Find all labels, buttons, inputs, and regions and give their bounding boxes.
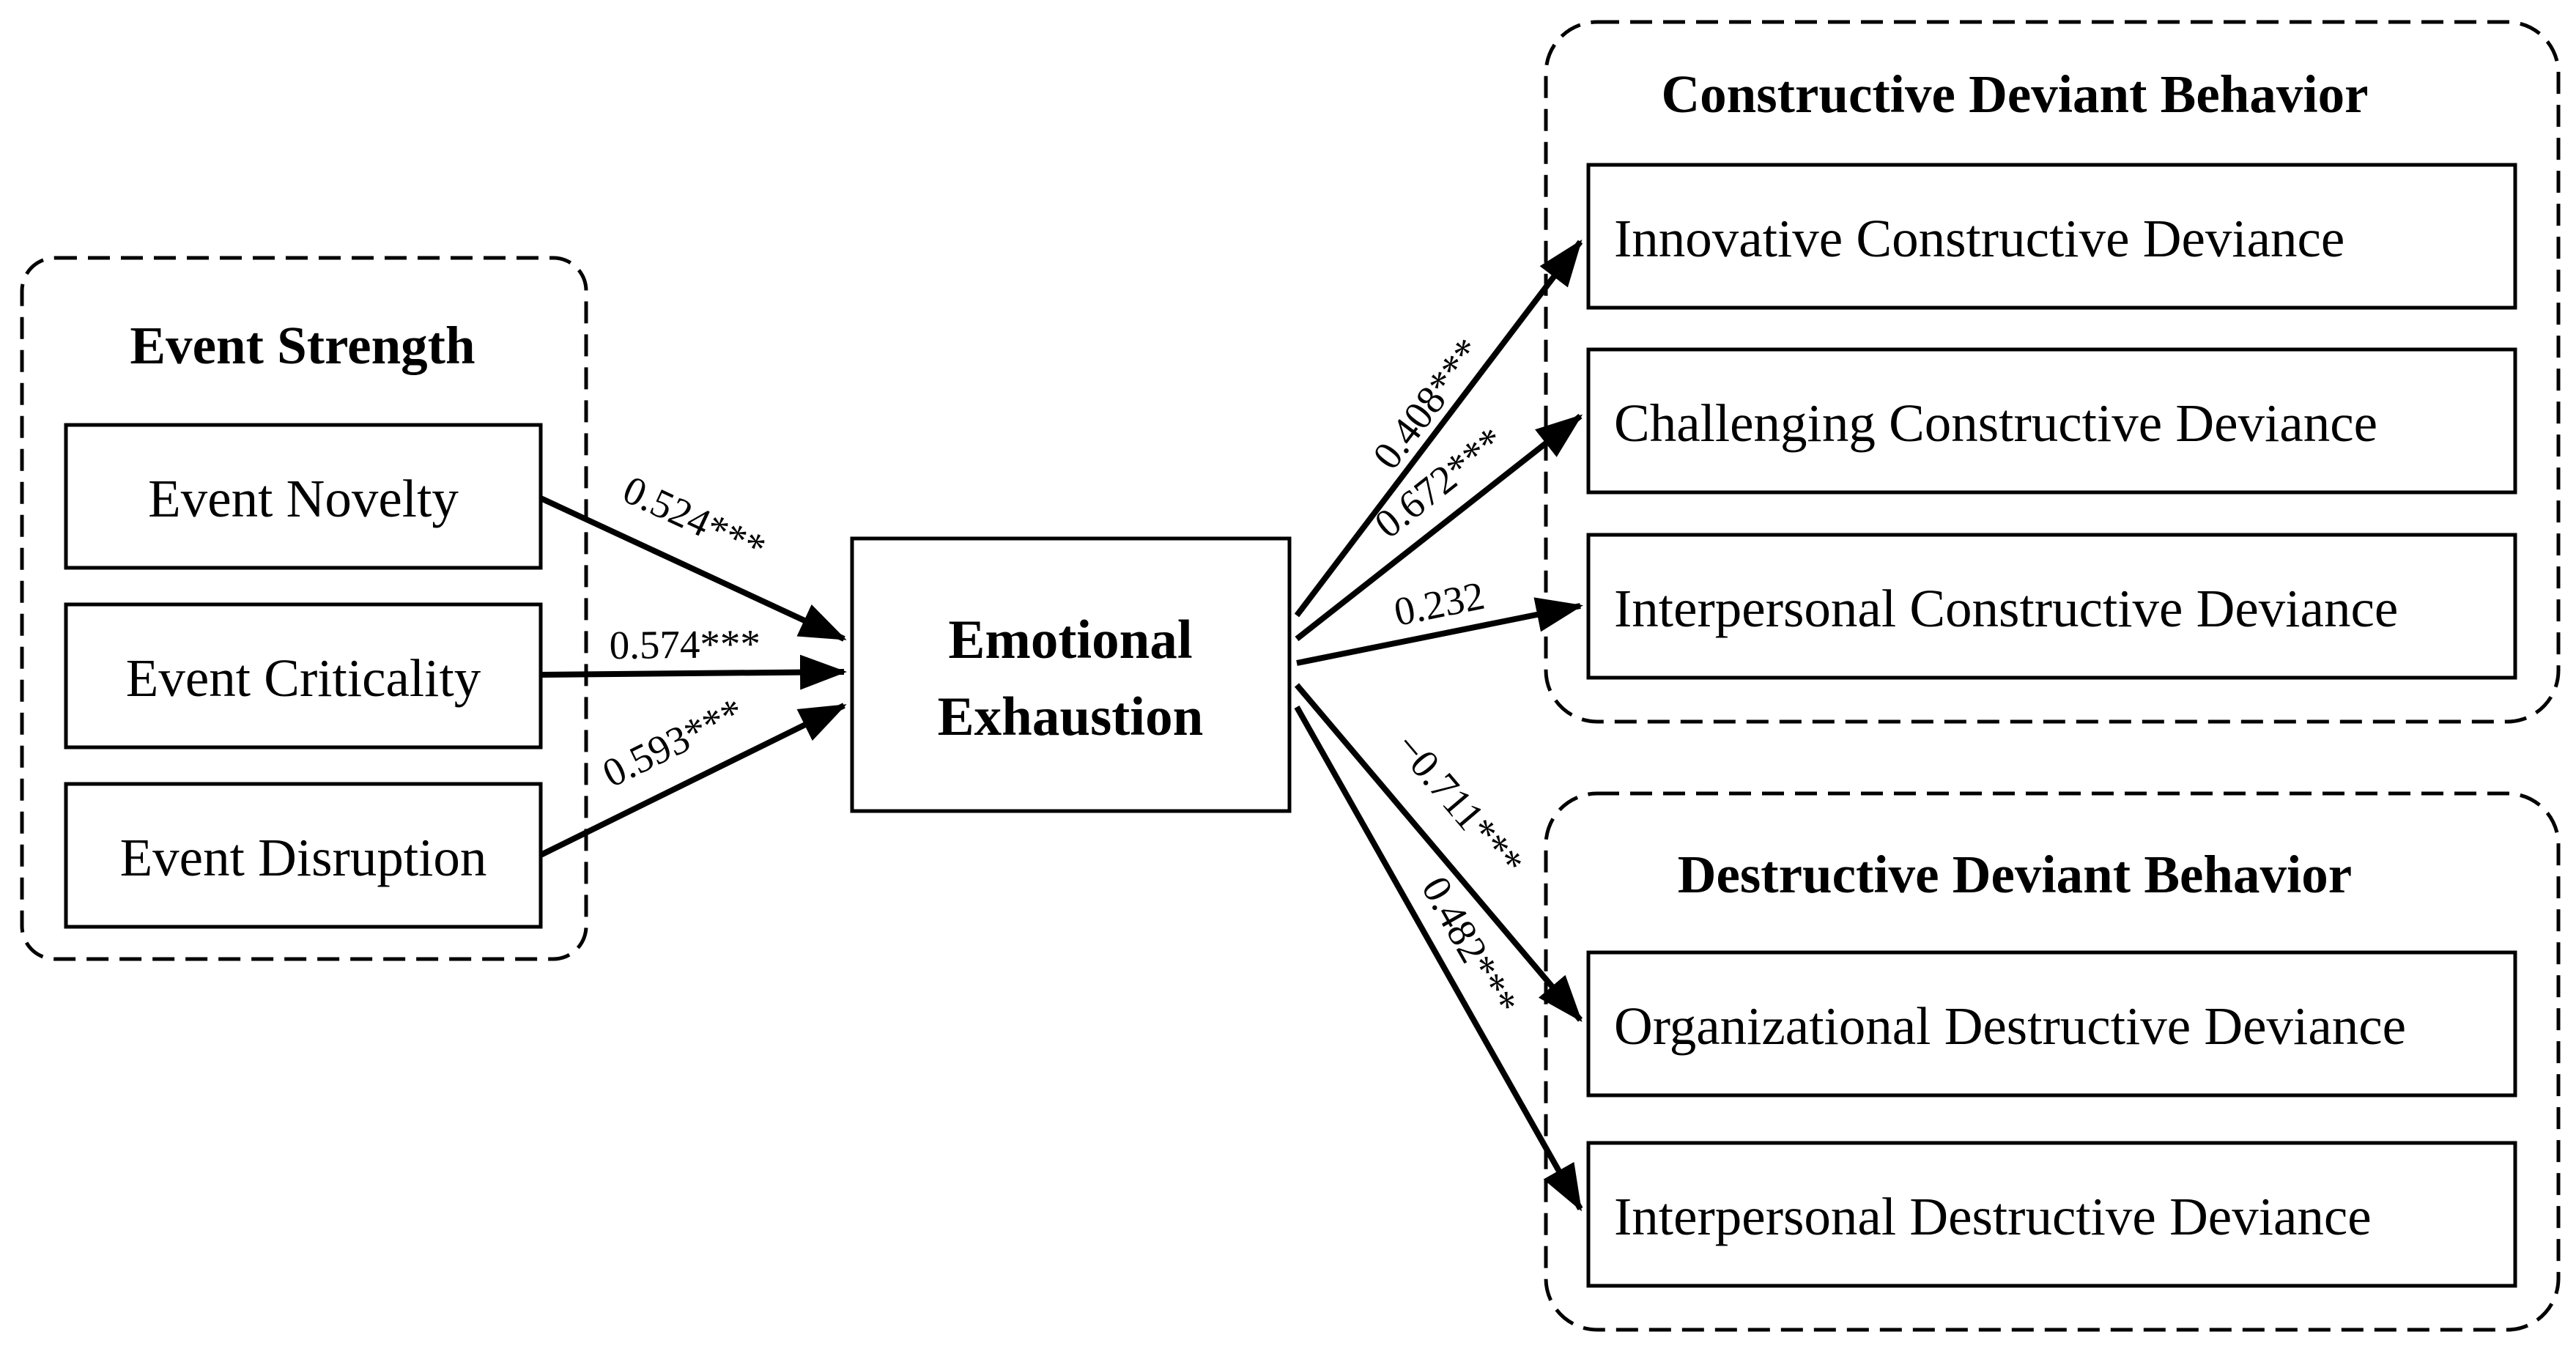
interpersonal-cd-label: Interpersonal Constructive Deviance	[1614, 579, 2398, 638]
event-criticality-box	[64, 602, 543, 749]
emotional-exhaustion-label-line2: Exhaustion	[938, 686, 1204, 747]
innovative-cd-box	[1586, 163, 2517, 310]
event-criticality-label: Event Criticality	[126, 648, 481, 708]
event-novelty-label: Event Novelty	[148, 469, 459, 528]
constructive-group-frame	[1544, 20, 2561, 724]
arrow-criticality-to-ee	[540, 654, 847, 690]
event-novelty-box	[64, 423, 543, 570]
arrow-disruption-to-ee	[539, 703, 847, 858]
challenging-cd-label: Challenging Constructive Deviance	[1614, 393, 2377, 453]
coef-novelty-to-ee: 0.524***	[616, 467, 772, 571]
coef-ee-to-organizational-dd: −0.711***	[1387, 725, 1533, 885]
emotional-exhaustion-label-line1: Emotional	[948, 610, 1192, 670]
event-strength-group-frame	[20, 256, 588, 961]
organizational-dd-label: Organizational Destructive Deviance	[1614, 996, 2406, 1056]
organizational-dd-box	[1586, 950, 2517, 1098]
interpersonal-dd-box	[1586, 1141, 2517, 1288]
interpersonal-dd-label: Interpersonal Destructive Deviance	[1614, 1187, 2372, 1246]
challenging-cd-box	[1586, 347, 2517, 495]
arrow-ee-to-organizational-dd	[1294, 683, 1583, 1023]
coef-disruption-to-ee: 0.593***	[596, 689, 751, 796]
coef-criticality-to-ee: 0.574***	[609, 621, 760, 667]
interpersonal-cd-box	[1586, 533, 2517, 680]
event-strength-group-title: Event Strength	[130, 316, 475, 375]
arrow-ee-to-interpersonal-cd	[1296, 597, 1583, 666]
arrow-ee-to-challenging	[1295, 413, 1583, 642]
event-disruption-label: Event Disruption	[120, 828, 487, 887]
destructive-group-frame	[1544, 791, 2561, 1332]
innovative-cd-label: Innovative Constructive Deviance	[1614, 209, 2344, 268]
arrow-ee-to-innovative	[1294, 239, 1583, 618]
destructive-group-title: Destructive Deviant Behavior	[1678, 845, 2352, 904]
constructive-group-title: Constructive Deviant Behavior	[1661, 64, 2368, 124]
arrow-novelty-to-ee	[539, 495, 847, 642]
arrow-ee-to-interpersonal-dd	[1294, 706, 1583, 1212]
event-disruption-box	[64, 782, 543, 929]
emotional-exhaustion-box	[850, 536, 1292, 813]
